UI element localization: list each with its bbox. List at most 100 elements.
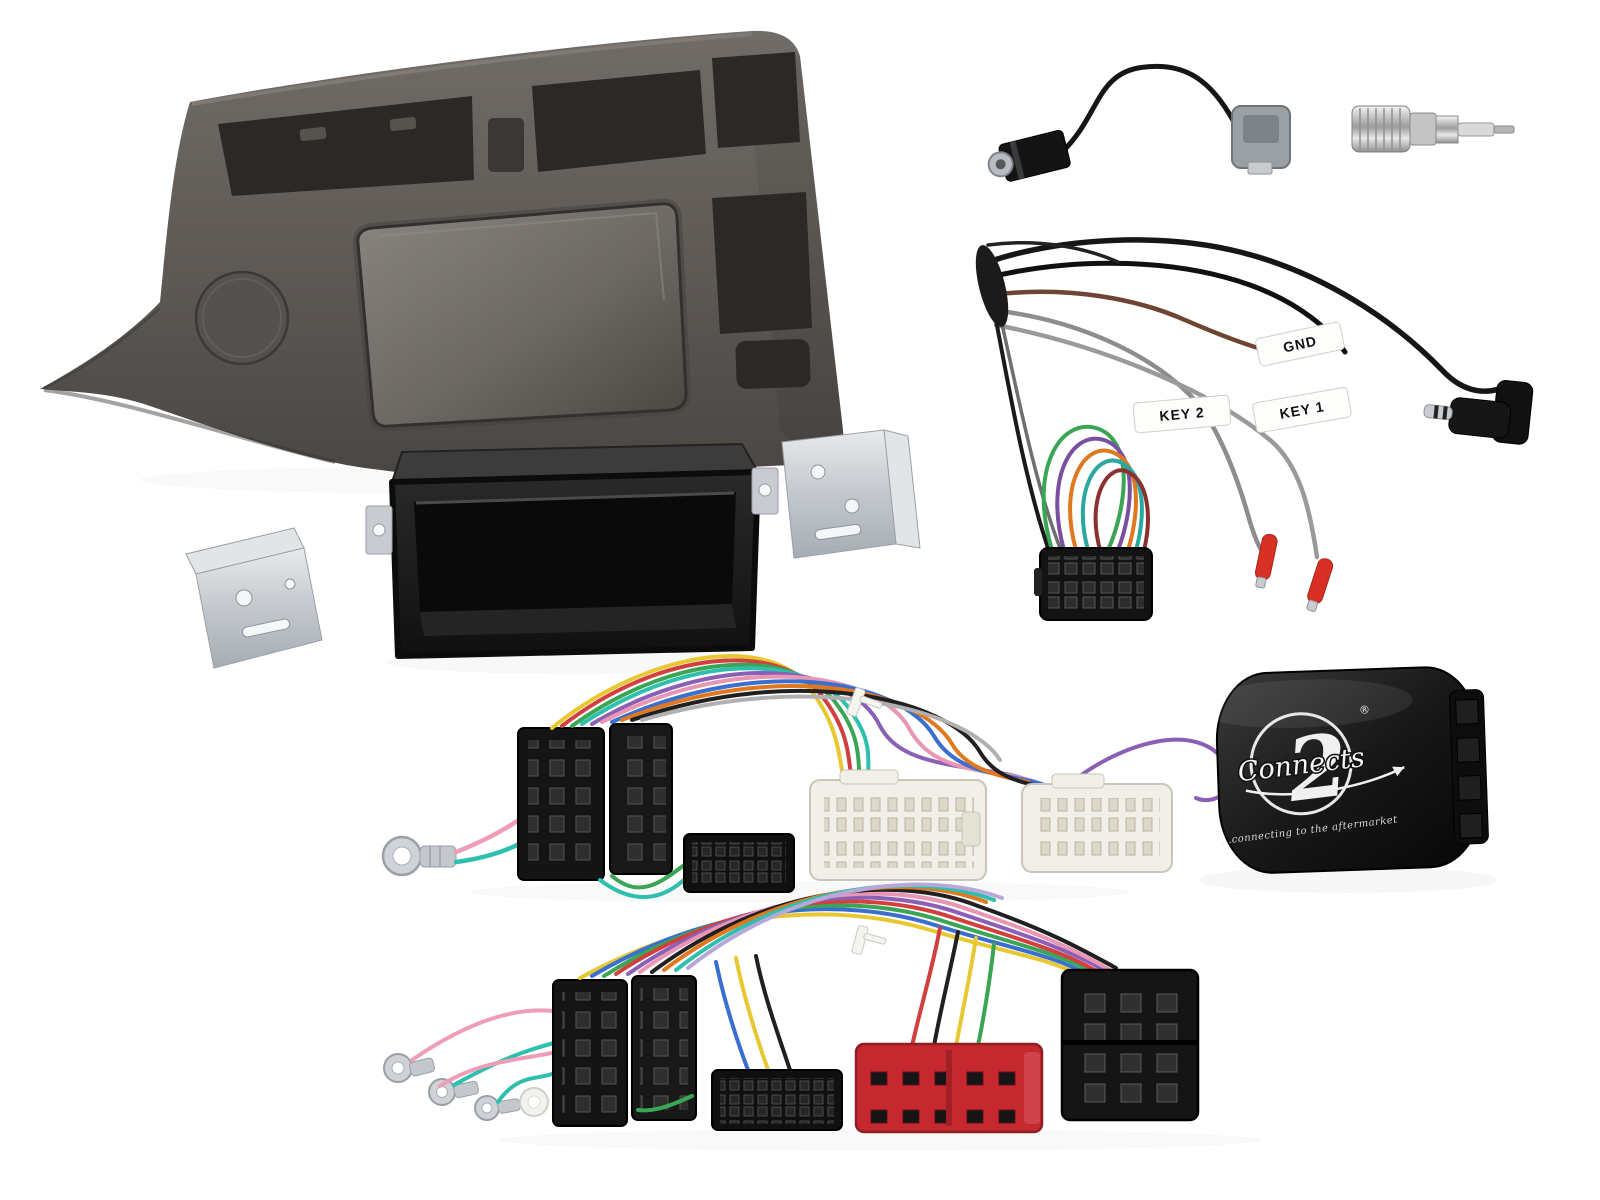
connects2-interface-box: 2 Connects ® ...connecting to the afterm… bbox=[1192, 666, 1489, 874]
pocket-opening-highlight bbox=[415, 491, 735, 505]
brand-logo-circle bbox=[1249, 712, 1353, 816]
side-opening-upper bbox=[712, 192, 812, 334]
nylon-washer bbox=[519, 1087, 549, 1117]
microfit-connector-2 bbox=[711, 1069, 843, 1131]
red-connector-endcap bbox=[1024, 1052, 1040, 1124]
wire bbox=[734, 956, 770, 1072]
wire bbox=[998, 313, 1062, 550]
iso-connector-black-d bbox=[631, 975, 697, 1121]
fascia-wing-underside bbox=[43, 388, 336, 464]
wire bbox=[754, 954, 792, 1072]
jack-tip-band bbox=[1442, 406, 1448, 420]
wire bbox=[410, 1008, 562, 1062]
interface-box-connector-end bbox=[1449, 689, 1489, 845]
pocket-opening bbox=[414, 492, 736, 612]
brand-swoosh-arrow bbox=[1392, 766, 1405, 777]
iso-connector-black-b bbox=[609, 723, 673, 875]
bracket-hole bbox=[844, 498, 860, 514]
wire bbox=[1080, 458, 1144, 552]
wire bbox=[1041, 424, 1126, 552]
aerial-adapter-din bbox=[1351, 105, 1515, 153]
antenna-connector-gray-tab bbox=[1247, 161, 1273, 175]
pocket-lip bbox=[420, 604, 736, 636]
jack-tip-band bbox=[1433, 405, 1439, 419]
wire bbox=[614, 899, 1100, 976]
wire bbox=[686, 882, 1004, 970]
interface-box-slot bbox=[1457, 774, 1482, 801]
wire bbox=[954, 936, 978, 1048]
antenna-connector-gray-inset bbox=[1243, 115, 1279, 143]
center-slot bbox=[488, 118, 524, 172]
fascia-top-highlight bbox=[191, 32, 753, 106]
wire bbox=[932, 930, 960, 1048]
aerial-adapter-ribs bbox=[1359, 108, 1401, 150]
white-connector-2 bbox=[1021, 773, 1173, 873]
white-connector-1 bbox=[809, 769, 987, 881]
ring-terminal bbox=[383, 1053, 435, 1083]
white-connector-notch bbox=[961, 811, 981, 847]
wire bbox=[620, 684, 1030, 784]
microfit-connector bbox=[683, 833, 795, 893]
wire bbox=[910, 926, 942, 1048]
label-tag-gnd: GND bbox=[1255, 321, 1345, 367]
bracket-slot bbox=[241, 618, 291, 638]
fascia-panel bbox=[40, 30, 844, 479]
aerial-adapter-step bbox=[1409, 112, 1437, 146]
iso-block-connector-right bbox=[1060, 968, 1200, 1122]
wire bbox=[1093, 468, 1150, 552]
vent-bridge-tab bbox=[389, 116, 417, 132]
white-connector-tab bbox=[1051, 773, 1105, 789]
antenna-adapter-lead bbox=[987, 63, 1291, 182]
harness-tape-wrap bbox=[975, 245, 1009, 327]
mounting-bracket-right bbox=[781, 429, 921, 559]
wire bbox=[987, 289, 1275, 355]
brand-swoosh bbox=[1245, 766, 1405, 796]
bracket-hole bbox=[810, 464, 826, 480]
wire bbox=[976, 942, 996, 1048]
ring-terminal bbox=[381, 835, 457, 877]
interface-box-slot bbox=[1455, 698, 1479, 725]
label-tag-key1: KEY 1 bbox=[1252, 387, 1352, 433]
ring-terminal bbox=[474, 1095, 521, 1121]
brand-registered: ® bbox=[1358, 703, 1371, 717]
din-pocket bbox=[365, 442, 779, 659]
main-harness bbox=[381, 654, 1232, 899]
bullet-connector bbox=[1306, 558, 1334, 612]
interface-box-highlight bbox=[1192, 679, 1413, 728]
radio-opening-inner-highlight bbox=[379, 211, 665, 301]
white-connector-tab bbox=[839, 769, 899, 785]
bracket-plate bbox=[781, 429, 897, 559]
wire bbox=[636, 1094, 694, 1113]
radio-opening bbox=[356, 202, 688, 428]
aerial-adapter-shaft bbox=[1457, 122, 1495, 137]
jack-plug-3-5mm bbox=[1423, 380, 1534, 445]
wire bbox=[1059, 63, 1237, 155]
bracket-slot bbox=[814, 523, 862, 541]
blank-button-circle-inner bbox=[202, 278, 282, 358]
wire bbox=[985, 237, 1515, 394]
wire bbox=[452, 1038, 568, 1087]
red-mini-iso-connector bbox=[854, 1042, 1044, 1134]
wire bbox=[714, 960, 750, 1072]
bracket-hole bbox=[235, 589, 253, 607]
label-key2-text: KEY 2 bbox=[1159, 404, 1205, 424]
vent-opening-far-right bbox=[712, 52, 800, 148]
iso-connector-black-a bbox=[517, 727, 605, 881]
bullet-connector bbox=[1254, 533, 1278, 589]
wire bbox=[1068, 448, 1138, 552]
connector-latch bbox=[1034, 568, 1042, 596]
wire bbox=[438, 1050, 558, 1088]
aerial-adapter-pin bbox=[1493, 125, 1515, 134]
red-connector-divider bbox=[946, 1050, 952, 1126]
wire bbox=[983, 260, 1348, 355]
wire bbox=[1055, 436, 1132, 552]
mounting-bracket-left bbox=[185, 527, 323, 669]
swc-12pin-connector bbox=[1034, 547, 1153, 621]
pocket-clip-hole bbox=[372, 523, 386, 537]
label-tag-key2: KEY 2 bbox=[1132, 394, 1232, 434]
wire bbox=[650, 887, 1118, 974]
wire bbox=[580, 666, 871, 788]
iso-connector-black-c bbox=[552, 979, 628, 1127]
wire bbox=[610, 860, 690, 890]
